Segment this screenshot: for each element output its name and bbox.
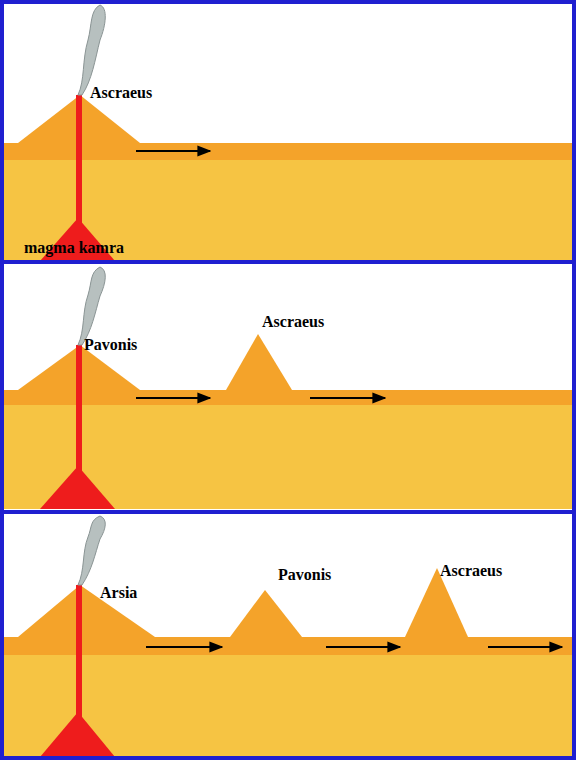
panel (3, 514, 573, 757)
volcano-label: Arsia (100, 584, 137, 602)
volcano-label: Ascraeus (440, 562, 502, 580)
volcano-label: Ascraeus (262, 313, 324, 331)
volcano-label: Pavonis (84, 336, 137, 354)
chamber-label: magma kamra (24, 239, 124, 257)
volcano-label: Pavonis (278, 566, 331, 584)
panel (3, 264, 573, 509)
volcano-label: Ascraeus (90, 84, 152, 102)
panel (3, 3, 573, 261)
